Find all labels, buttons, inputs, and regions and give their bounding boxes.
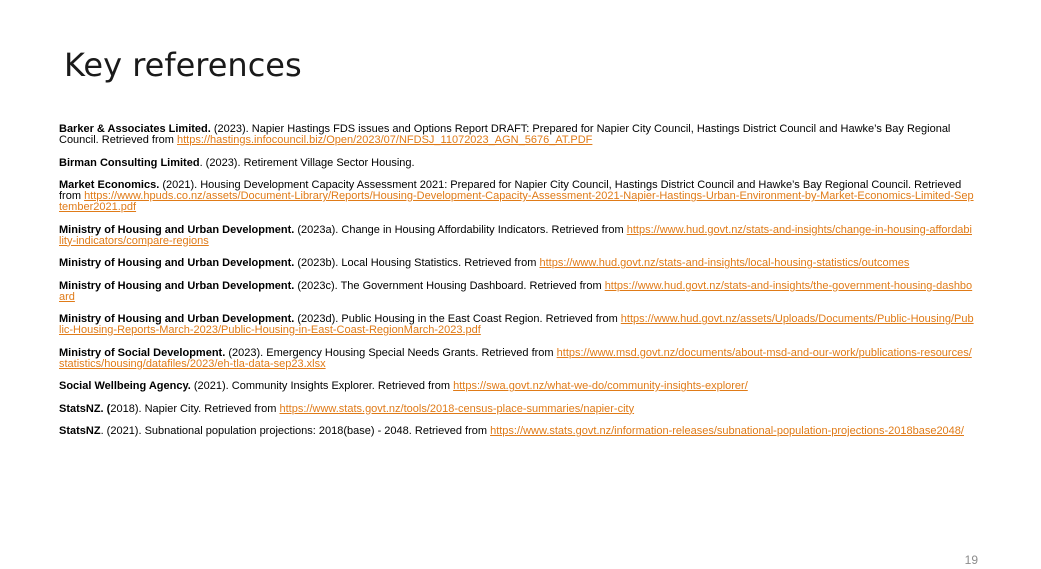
- reference-link[interactable]: https://www.hpuds.co.nz/assets/Document-…: [59, 190, 974, 213]
- reference-text: (2021). Housing Development Capacity Ass…: [59, 179, 962, 202]
- reference-author: Ministry of Housing and Urban Developmen…: [59, 313, 295, 325]
- reference-link[interactable]: https://www.hud.govt.nz/stats-and-insigh…: [539, 257, 910, 269]
- reference-author: Ministry of Housing and Urban Developmen…: [59, 279, 295, 292]
- reference-author: StatsNZ: [59, 425, 101, 437]
- reference-text: . (2023). Retirement Village Sector Hous…: [199, 156, 415, 169]
- page-number: 19: [964, 553, 978, 567]
- reference-text: (2023d). Public Housing in the East Coas…: [294, 313, 621, 325]
- reference-text: (2023a). Change in Housing Affordability…: [294, 223, 627, 236]
- reference-author: Ministry of Housing and Urban Developmen…: [59, 257, 295, 269]
- reference-link[interactable]: https://www.hud.govt.nz/assets/Uploads/D…: [59, 313, 974, 336]
- reference-text: (2023c). The Government Housing Dashboar…: [294, 279, 605, 292]
- reference-item: Market Economics. (2021). Housing Develo…: [59, 180, 974, 213]
- reference-item: Ministry of Housing and Urban Developmen…: [59, 258, 974, 269]
- reference-text: (2023). Napier Hastings FDS issues and O…: [59, 123, 951, 146]
- reference-link[interactable]: https://www.msd.govt.nz/documents/about-…: [59, 346, 972, 370]
- reference-text: (2023b). Local Housing Statistics. Retri…: [294, 257, 540, 269]
- reference-author: Birman Consulting Limited: [59, 156, 200, 169]
- reference-author: Ministry of Social Development.: [59, 346, 226, 359]
- reference-link[interactable]: https://www.hud.govt.nz/stats-and-insigh…: [59, 279, 973, 303]
- reference-link[interactable]: https://swa.govt.nz/what-we-do/community…: [453, 380, 748, 392]
- reference-text: (2021). Community Insights Explorer. Ret…: [190, 380, 454, 392]
- reference-item: StatsNZ. (2021). Subnational population …: [59, 426, 974, 437]
- reference-item: Ministry of Housing and Urban Developmen…: [59, 279, 974, 303]
- reference-text: (2023). Emergency Housing Special Needs …: [225, 346, 557, 359]
- reference-link[interactable]: https://www.hud.govt.nz/stats-and-insigh…: [59, 223, 972, 247]
- reference-author: StatsNZ. (: [59, 402, 111, 415]
- reference-item: Ministry of Social Development. (2023). …: [59, 346, 974, 370]
- slide-title: Key references: [64, 46, 302, 84]
- reference-item: StatsNZ. (2018). Napier City. Retrieved …: [59, 402, 974, 415]
- reference-author: Ministry of Housing and Urban Developmen…: [59, 223, 295, 236]
- reference-text: 2018). Napier City. Retrieved from: [110, 402, 280, 415]
- reference-list: Barker & Associates Limited. (2023). Nap…: [59, 124, 974, 449]
- reference-item: Barker & Associates Limited. (2023). Nap…: [59, 124, 974, 146]
- reference-link[interactable]: https://hastings.infocouncil.biz/Open/20…: [177, 134, 593, 146]
- reference-link[interactable]: https://www.stats.govt.nz/information-re…: [490, 425, 964, 437]
- reference-text: . (2021). Subnational population project…: [100, 425, 491, 437]
- reference-author: Market Economics.: [59, 179, 160, 191]
- reference-item: Social Wellbeing Agency. (2021). Communi…: [59, 381, 974, 392]
- reference-item: Birman Consulting Limited. (2023). Retir…: [59, 156, 974, 169]
- reference-link[interactable]: https://www.stats.govt.nz/tools/2018-cen…: [279, 402, 635, 415]
- reference-author: Barker & Associates Limited.: [59, 123, 211, 135]
- reference-author: Social Wellbeing Agency.: [59, 380, 191, 392]
- reference-item: Ministry of Housing and Urban Developmen…: [59, 314, 974, 336]
- reference-item: Ministry of Housing and Urban Developmen…: [59, 223, 974, 247]
